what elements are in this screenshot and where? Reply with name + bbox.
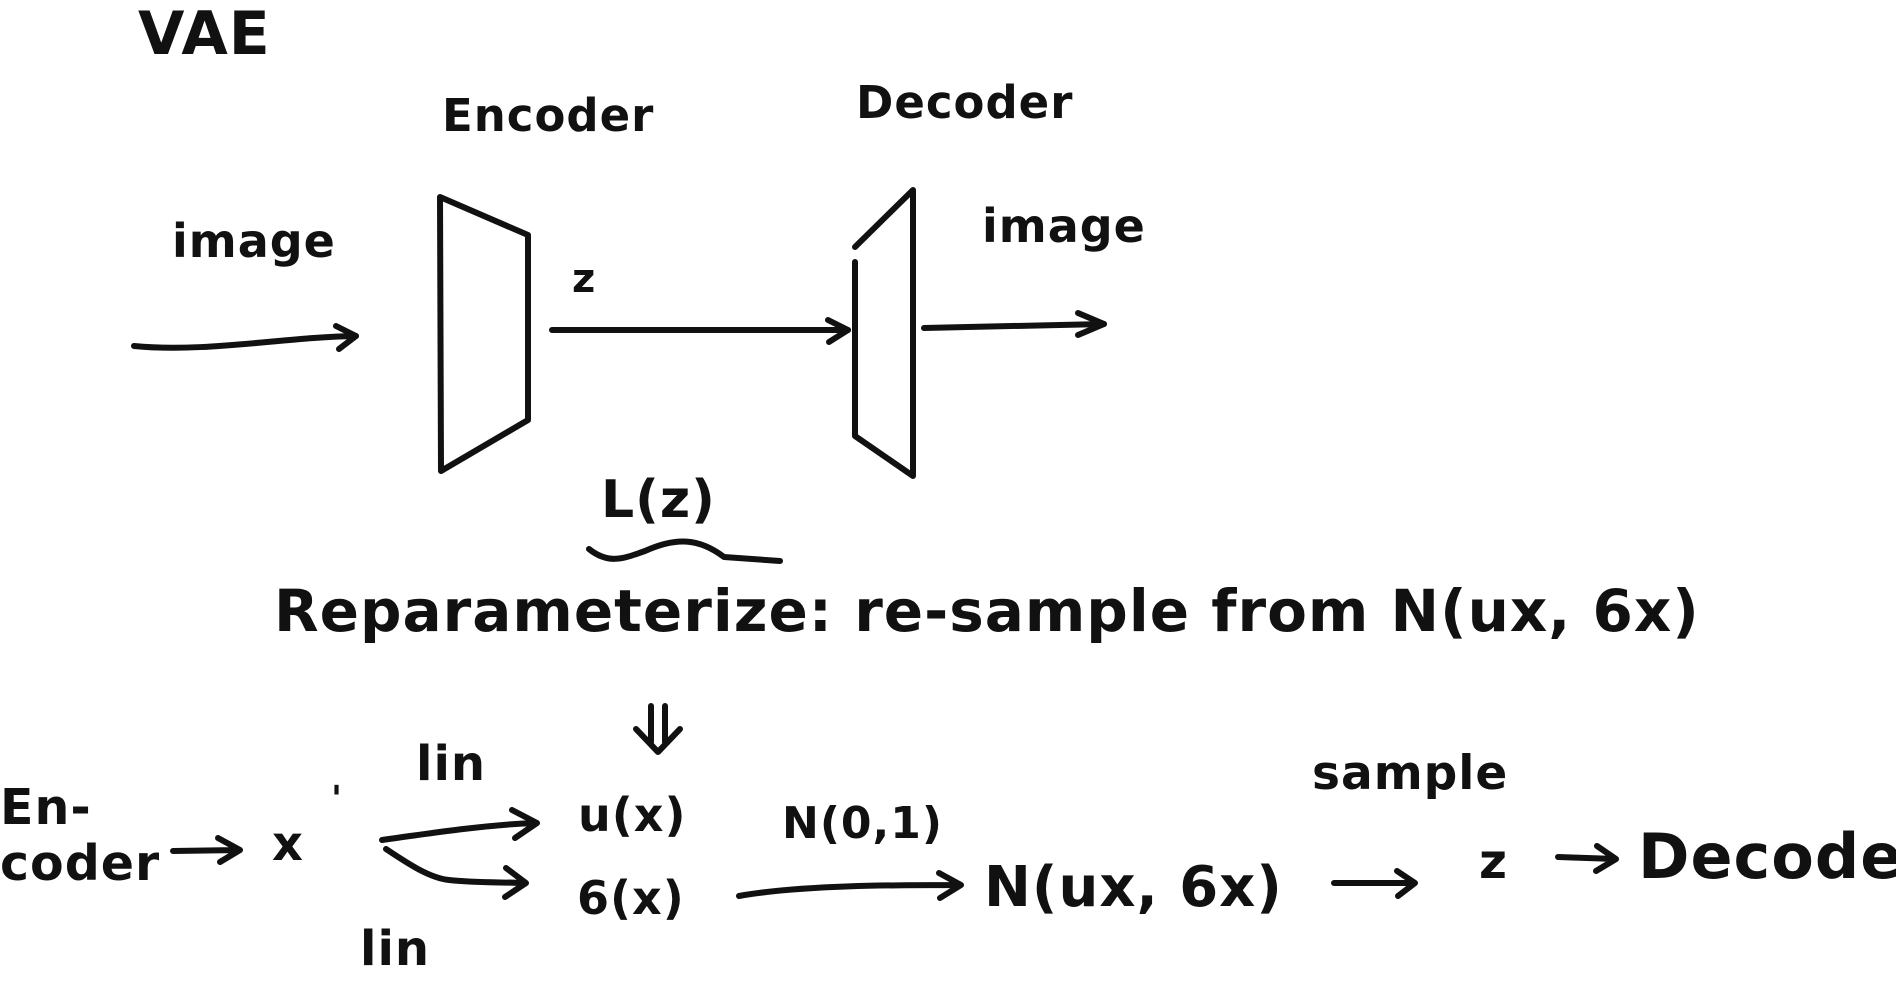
output-image-label: image (982, 199, 1146, 253)
encoder-to-x-arrow (170, 835, 243, 865)
decoder-shape (852, 187, 916, 479)
gaussian-sample-label: N(ux, 6x) (984, 855, 1283, 920)
reparameterize-text: Reparameterize: re-sample from N(ux, 6x) (274, 577, 1700, 645)
diagram-title: VAE (138, 0, 271, 69)
x-tick-mark: ' (331, 779, 344, 820)
sigma-x-label: 6(x) (577, 871, 685, 925)
linear-top-label: lin (416, 736, 487, 792)
double-down-arrow (633, 703, 683, 755)
z-to-decoder-arrow (1555, 843, 1619, 874)
mu-x-label: u(x) (578, 788, 687, 842)
bottom-z-label: z (1479, 834, 1508, 890)
bottom-decoder-label: Decoder (1638, 820, 1896, 893)
loss-brace (586, 538, 783, 564)
output-arrow-shaft (921, 321, 1107, 331)
x-label: x (272, 816, 304, 872)
linear-bottom-label: lin (360, 921, 431, 977)
output-arrow-head (1075, 310, 1107, 338)
decoder-label: Decoder (856, 76, 1074, 129)
normal-to-z-arrow (1331, 868, 1418, 899)
standard-normal-label: N(0,1) (782, 798, 943, 849)
x-to-mu-arrow (379, 807, 540, 843)
latent-z-label: z (572, 256, 597, 302)
input-arrow-head (333, 323, 359, 352)
latent-arrow-head (825, 317, 851, 345)
input-image-label: image (172, 214, 336, 268)
bottom-encoder-label: En- coder (0, 779, 161, 893)
sample-label: sample (1312, 746, 1509, 801)
loss-label: L(z) (601, 470, 716, 530)
encoder-shape (437, 194, 531, 474)
sigma-to-normal-arrow (736, 870, 964, 901)
encoder-label: Encoder (442, 89, 655, 142)
x-to-sigma-arrow (383, 846, 529, 900)
input-arrow-shaft (131, 333, 359, 351)
